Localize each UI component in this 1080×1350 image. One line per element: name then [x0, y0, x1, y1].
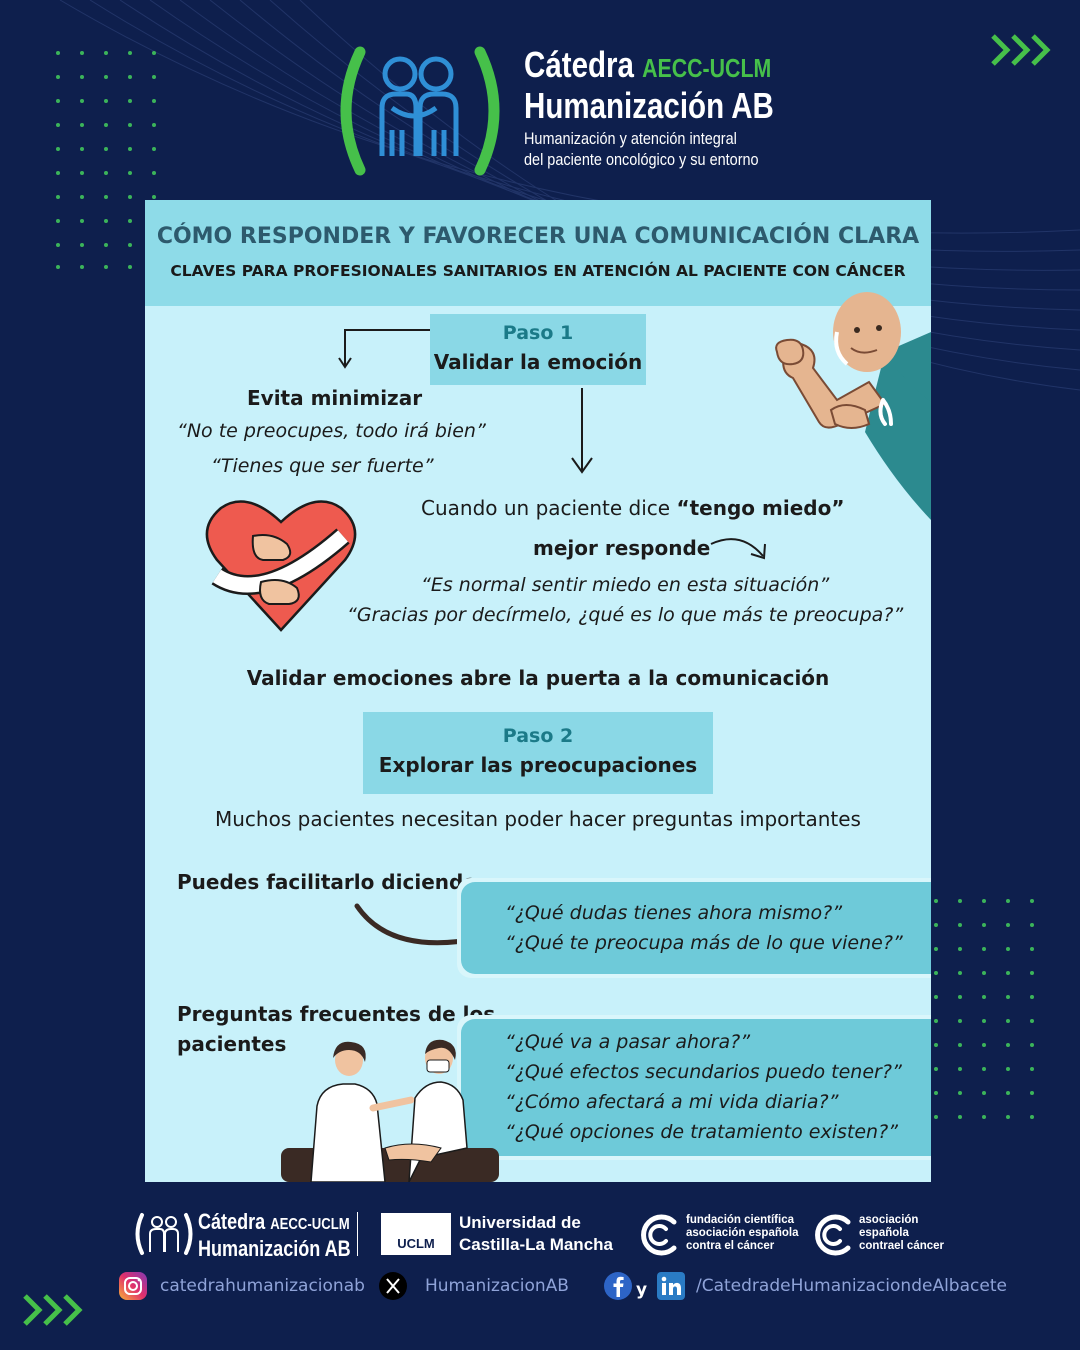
- faq-heading-line1: Preguntas frecuentes de los: [177, 1002, 496, 1026]
- catedra-logo: Cátedra AECC-UCLM Humanización AB Humani…: [330, 44, 774, 176]
- faq-quote-4: “¿Qué opciones de tratamiento existen?”: [505, 1121, 898, 1143]
- heart-hug-illustration: [205, 500, 357, 632]
- uclm-logo: UCLM: [381, 1213, 451, 1255]
- facilitate-quote-1: “¿Qué dudas tienes ahora mismo?”: [505, 902, 843, 924]
- asociacion-line2: española: [859, 1227, 909, 1239]
- fundacion-line1: fundación científica: [686, 1214, 794, 1226]
- uclm-badge-text: UCLM: [397, 1236, 435, 1251]
- patient-flexing-illustration: [775, 292, 931, 520]
- step2-name: Explorar las preocupaciones: [378, 753, 698, 777]
- faq-quote-3: “¿Cómo afectará a mi vida diaria?”: [505, 1091, 839, 1113]
- validate-line: Validar emociones abre la puerta a la co…: [246, 666, 830, 690]
- logo-subtitle-line1: Humanización y atención integral: [524, 129, 737, 148]
- faq-quote-box: “¿Qué va a pasar ahora?” “¿Qué efectos s…: [461, 1019, 931, 1156]
- faq-quote-2: “¿Qué efectos secundarios puedo tener?”: [505, 1061, 902, 1083]
- step2-pill: Paso 2 Explorar las preocupaciones: [363, 712, 713, 794]
- better-respond: mejor responde: [533, 536, 711, 560]
- asociacion-aecc-logo-icon: [815, 1214, 851, 1256]
- asociacion-line1: asociación: [859, 1214, 919, 1226]
- logo-subtitle-line2: del paciente oncológico y su entorno: [524, 150, 759, 169]
- faq-quote-1: “¿Qué va a pasar ahora?”: [505, 1031, 751, 1053]
- dot-grid-right: [934, 899, 1034, 1119]
- patient-says-bold: “tengo miedo”: [676, 496, 845, 520]
- linkedin-icon[interactable]: [656, 1271, 686, 1301]
- facilitate-quote-2: “¿Qué te preocupa más de lo que viene?”: [505, 932, 903, 954]
- doctor-patient-illustration: [281, 1039, 499, 1182]
- facilitate-heading: Puedes facilitarlo diciendo: [177, 870, 478, 894]
- avoid-quote-1: “No te preocupes, todo irá bien”: [177, 420, 486, 442]
- good-quote-1: “Es normal sentir miedo en esta situació…: [421, 574, 830, 596]
- card-header-band: CÓMO RESPONDER Y FAVORECER UNA COMUNICAC…: [145, 200, 931, 306]
- down-arrow-icon: [571, 388, 593, 474]
- many-patients-line: Muchos pacientes necesitan poder hacer p…: [215, 807, 861, 831]
- avoid-heading: Evita minimizar: [247, 386, 423, 410]
- footer-catedra-line2: Humanización AB: [198, 1236, 351, 1261]
- asociacion-line3: contrael cáncer: [859, 1240, 945, 1252]
- footer: Cátedra AECC-UCLM Humanización AB UCLM U…: [0, 1200, 1080, 1350]
- logo-title-line1: Cátedra: [524, 44, 634, 85]
- uclm-line2: Castilla-La Mancha: [459, 1235, 613, 1254]
- uclm-line1: Universidad de: [459, 1213, 581, 1232]
- footer-divider: [357, 1212, 358, 1256]
- footer-catedra-accent: AECC-UCLM: [270, 1216, 350, 1233]
- facilitate-quote-box: “¿Qué dudas tienes ahora mismo?” “¿Qué t…: [461, 882, 931, 974]
- card-subtitle: CLAVES PARA PROFESIONALES SANITARIOS EN …: [170, 262, 906, 280]
- left-down-arrow-icon: [338, 329, 430, 369]
- logo-title-accent: AECC-UCLM: [642, 53, 772, 83]
- step1-name: Validar la emoción: [433, 350, 643, 374]
- patient-says-line: Cuando un paciente dice “tengo miedo”: [421, 496, 844, 520]
- good-quote-2: “Gracias por decírmelo, ¿qué es lo que m…: [347, 604, 904, 626]
- people-parentheses-icon: [340, 46, 500, 176]
- faq-heading-line2: pacientes: [177, 1032, 287, 1056]
- avoid-quote-2: “Tienes que ser fuerte”: [211, 455, 434, 477]
- infographic-card: CÓMO RESPONDER Y FAVORECER UNA COMUNICAC…: [145, 200, 931, 1182]
- social-and: y: [636, 1280, 648, 1300]
- chevrons-bottom-left-icon: [23, 1294, 83, 1326]
- x-handle[interactable]: HumanizacionAB: [425, 1276, 569, 1296]
- logo-title-line2: Humanización AB: [524, 85, 774, 126]
- curved-arrow-icon: [710, 538, 766, 560]
- fundacion-line2: asociación española: [686, 1227, 799, 1239]
- instagram-handle[interactable]: catedrahumanizacionab: [160, 1276, 365, 1296]
- instagram-icon[interactable]: [118, 1271, 148, 1301]
- fundacion-line3: contra el cáncer: [686, 1240, 775, 1252]
- step2-label: Paso 2: [502, 725, 574, 747]
- step1-pill: Paso 1 Validar la emoción: [430, 314, 646, 385]
- chevrons-top-right-icon: [991, 34, 1051, 66]
- facebook-icon[interactable]: [603, 1271, 633, 1301]
- catedra-small-logo-icon: [135, 1213, 193, 1255]
- card-title: CÓMO RESPONDER Y FAVORECER UNA COMUNICAC…: [156, 224, 920, 249]
- footer-catedra-line1: Cátedra: [198, 1209, 266, 1234]
- patient-says-prefix: Cuando un paciente dice: [421, 496, 677, 520]
- fundacion-aecc-logo-icon: [641, 1214, 677, 1256]
- step1-label: Paso 1: [502, 322, 574, 344]
- facebook-linkedin-handle[interactable]: /CatedradeHumanizaciondeAlbacete: [696, 1276, 1007, 1296]
- x-twitter-icon[interactable]: [378, 1271, 408, 1301]
